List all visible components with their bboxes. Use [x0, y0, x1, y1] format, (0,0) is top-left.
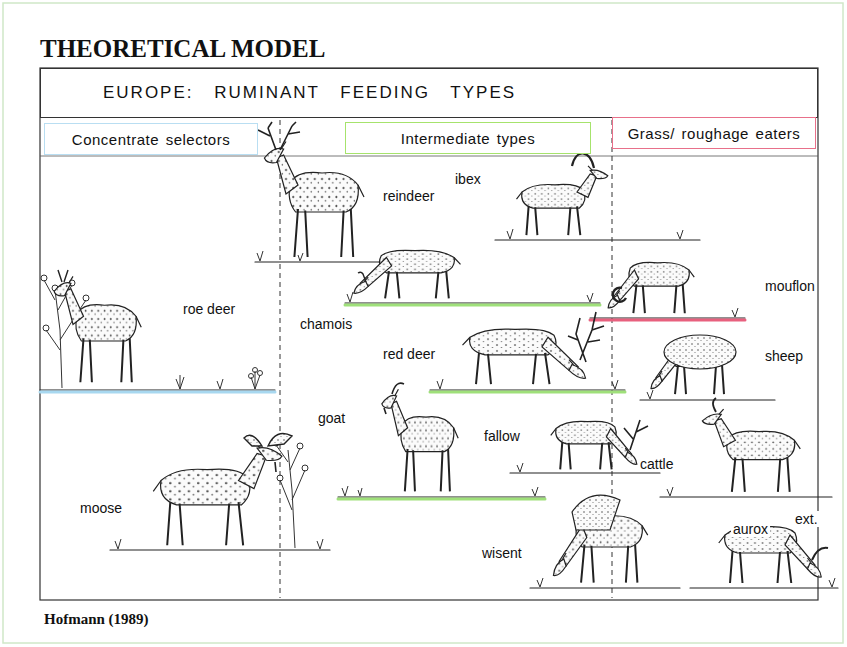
plants-part: [257, 229, 683, 261]
plants-part: [176, 371, 260, 389]
node-text: Intermediate types: [401, 130, 535, 147]
ground-lines-part: [338, 498, 545, 501]
ground-lines-part: [640, 399, 775, 400]
animal-label: reindeer: [383, 188, 434, 204]
ground-lines-part: [530, 587, 680, 588]
plants-part: [249, 374, 254, 379]
animal-drawings-part: [664, 335, 736, 369]
plants-part: [115, 539, 323, 549]
ground-lines-part: [510, 472, 660, 473]
diagram-frame-part: [40, 68, 818, 600]
category-box: Concentrate selectors: [44, 123, 258, 155]
ground-lines-part: [255, 261, 390, 262]
node-text: Concentrate selectors: [72, 131, 230, 148]
animal-drawings-part: [258, 122, 300, 150]
animal-label: mouflon: [765, 278, 815, 294]
category-box: Grass/ roughage eaters: [612, 117, 816, 149]
animal-label: fallow: [484, 428, 520, 444]
ground-lines-part: [345, 304, 600, 307]
plants-part: [253, 368, 258, 373]
ground-lines-part: [40, 391, 275, 394]
animal-drawings-part: [244, 434, 292, 446]
ground-lines-part: [660, 496, 832, 497]
animal-drawings-part: [358, 272, 366, 282]
ground-lines-part: [590, 319, 745, 322]
slide-border: [3, 3, 843, 643]
node-text: EUROPE: RUMINANT FEEDING TYPES: [103, 83, 516, 103]
animal-drawings-part: [572, 495, 620, 530]
animal-drawings-part: [702, 409, 800, 492]
plants-part: [347, 292, 738, 389]
diagram-frame-part: [40, 156, 818, 157]
animal-drawings-part: [613, 288, 626, 302]
animal-drawings-part: [624, 420, 648, 450]
animal-drawings-part: [264, 142, 364, 258]
source-caption: Hofmann (1989): [44, 610, 149, 628]
animal-drawings-part: [354, 250, 461, 298]
plants-part: [258, 371, 263, 376]
animal-drawings-part: [812, 548, 828, 560]
animal-drawings-part: [384, 383, 404, 414]
animal-label: ibex: [455, 171, 481, 187]
node-text: Grass/ roughage eaters: [628, 125, 801, 142]
animal-drawings-part: [58, 270, 68, 282]
animal-label: aurox: [731, 521, 770, 537]
animal-drawings-part: [153, 441, 282, 545]
diagram-frame: [40, 68, 818, 600]
animal-drawings-part: [463, 329, 586, 384]
ground-lines-part: [430, 389, 625, 390]
plants-part: [302, 465, 308, 471]
animal-label: moose: [80, 500, 122, 516]
ground-lines-part: [345, 302, 600, 303]
animal-label: goat: [318, 410, 345, 426]
plants-part: [277, 475, 283, 481]
animal-label: sheep: [765, 348, 803, 364]
animal-drawings-part: [382, 389, 458, 491]
animal-label: roe deer: [183, 301, 235, 317]
animal-drawings-part: [517, 166, 608, 235]
animal-drawings-part: [568, 312, 604, 362]
ground-lines-part: [338, 496, 545, 497]
animal-drawings-part: [713, 398, 716, 412]
diagram-frame-part: [280, 120, 281, 598]
ground-lines-part: [110, 549, 330, 550]
animal-drawings-part: [275, 462, 276, 472]
animal-drawings-part: [54, 276, 141, 382]
slide-title: THEORETICAL MODEL: [40, 36, 325, 62]
animal-label: red deer: [383, 346, 435, 362]
ground-lines-part: [590, 317, 745, 318]
animal-drawings-part: [608, 262, 694, 313]
ground-lines: [40, 240, 838, 588]
animal-label: chamois: [300, 316, 352, 332]
plants-part: [43, 325, 49, 331]
header-band: EUROPE: RUMINANT FEEDING TYPES: [40, 68, 818, 118]
category-box: Intermediate types: [345, 122, 591, 154]
ground-lines-part: [430, 391, 625, 394]
plants-part: [41, 275, 47, 281]
animal-label: cattle: [640, 456, 673, 472]
animal-label: wisent: [482, 545, 522, 561]
ground-lines-part: [495, 239, 700, 240]
plants: [41, 229, 835, 587]
animal-drawings: [54, 122, 828, 583]
plants-part: [342, 390, 835, 587]
ground-lines-part: [40, 389, 275, 390]
plants-part: [83, 295, 89, 301]
plants-part: [276, 445, 305, 548]
animal-drawings-part: [572, 153, 594, 168]
ground-lines-part: [690, 587, 838, 588]
plants-part: [297, 443, 303, 449]
animal-label: ext.: [793, 511, 820, 527]
